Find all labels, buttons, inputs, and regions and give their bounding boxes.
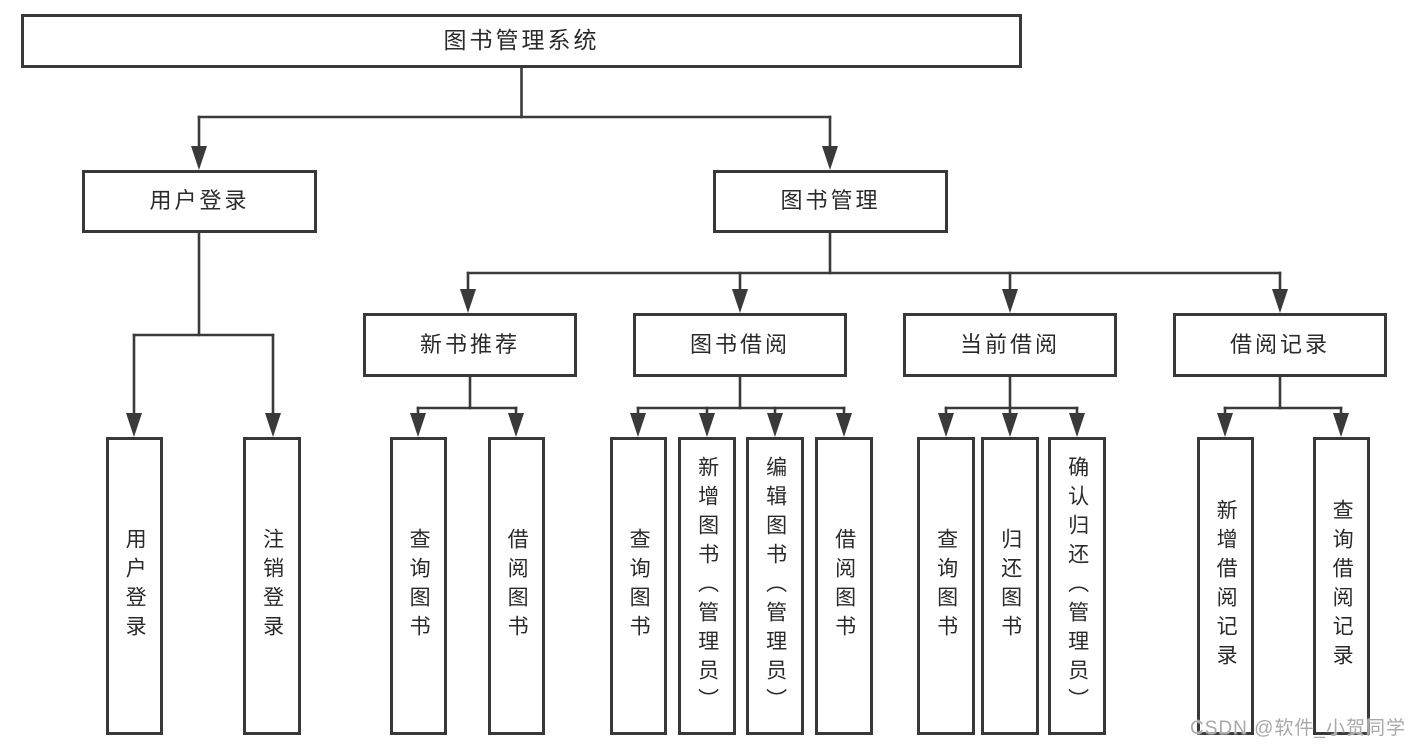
node-borrow-records: 借阅记录 — [1173, 313, 1387, 377]
node-book-borrowing: 图书借阅 — [633, 313, 847, 377]
arrowhead-bb-add — [699, 413, 715, 437]
arrowhead-cb-return — [1002, 413, 1018, 437]
arrowhead-current-borrow — [1002, 289, 1018, 313]
leaf-borrowing-add-books-admin: 新增图书（管理员） — [678, 437, 736, 735]
leaf-current-confirm-return-admin: 确认归还（管理员） — [1048, 437, 1106, 735]
arrowhead-new-book-rec — [460, 289, 476, 313]
arrowhead-book-borrow — [732, 289, 748, 313]
leaf-recommend-borrow-books: 借阅图书 — [488, 437, 545, 735]
arrowhead-bb-query — [630, 413, 646, 437]
leaf-user-login: 用户登录 — [106, 437, 163, 735]
leaf-recommend-query-books: 查询图书 — [390, 437, 447, 735]
arrowhead-nbr-borrow — [508, 413, 524, 437]
arrowhead-bb-edit — [767, 413, 783, 437]
arrowhead-borrow-records — [1272, 289, 1288, 313]
arrowhead-leaf-user-login — [126, 413, 142, 437]
arrowhead-leaf-logout — [265, 413, 281, 437]
leaf-logout: 注销登录 — [243, 437, 301, 735]
leaf-records-add-record: 新增借阅记录 — [1197, 437, 1254, 735]
node-current-borrowing: 当前借阅 — [903, 313, 1117, 377]
arrowhead-br-query — [1333, 413, 1349, 437]
node-library-system: 图书管理系统 — [21, 14, 1022, 68]
csdn-watermark: CSDN @软件_小贺同学 — [1190, 718, 1405, 739]
arrowhead-user-login — [191, 146, 207, 170]
arrowhead-cb-query — [938, 413, 954, 437]
arrowhead-nbr-query — [410, 413, 426, 437]
leaf-current-return-books: 归还图书 — [981, 437, 1039, 735]
leaf-borrowing-edit-books-admin: 编辑图书（管理员） — [746, 437, 804, 735]
node-book-management: 图书管理 — [713, 170, 948, 233]
node-user-login: 用户登录 — [82, 170, 317, 233]
leaf-current-query-books: 查询图书 — [917, 437, 975, 735]
arrowhead-book-mgmt — [822, 146, 838, 170]
leaf-records-query-record: 查询借阅记录 — [1313, 437, 1370, 735]
arrowhead-cb-confirm — [1069, 413, 1085, 437]
leaf-borrowing-query-books: 查询图书 — [610, 437, 667, 735]
leaf-borrowing-borrow-books: 借阅图书 — [815, 437, 873, 735]
node-new-book-recommend: 新书推荐 — [363, 313, 577, 377]
arrowhead-br-add — [1217, 413, 1233, 437]
arrowhead-bb-borrow — [836, 413, 852, 437]
